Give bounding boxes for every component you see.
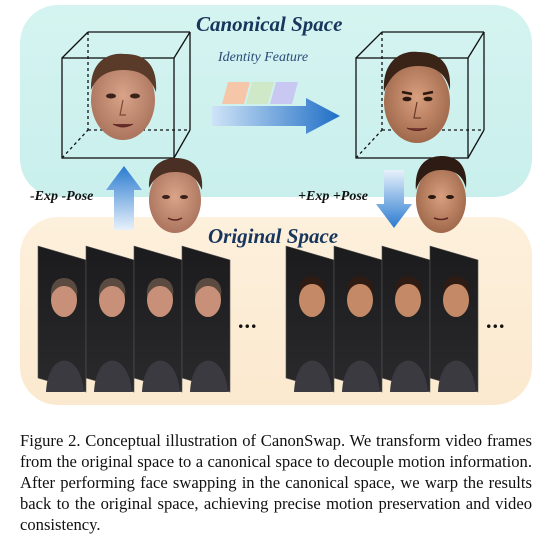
right-cube	[355, 31, 485, 159]
up-arrow	[106, 166, 142, 230]
canonical-space-title: Canonical Space	[196, 12, 343, 36]
left-arrow-label: -Exp -Pose	[30, 189, 94, 204]
result-frame-2	[333, 245, 383, 393]
result-frame-stack	[285, 245, 479, 393]
result-frame-4	[429, 245, 479, 393]
source-frame-3	[133, 245, 183, 393]
left-cube	[61, 31, 191, 159]
source-frames-ellipsis: ...	[238, 308, 258, 333]
identity-feature-label: Identity Feature	[218, 50, 309, 65]
source-frame-1	[37, 245, 87, 393]
source-frame-stack	[37, 245, 231, 393]
figure-caption: Figure 2. Conceptual illustration of Can…	[20, 431, 532, 534]
identity-arrow	[212, 98, 340, 134]
right-canonical-face	[383, 51, 451, 143]
target-face-right	[415, 156, 467, 233]
source-face-left	[148, 158, 203, 233]
result-frames-ellipsis: ...	[486, 308, 506, 333]
right-arrow-label: +Exp +Pose	[298, 189, 369, 204]
down-arrow	[376, 170, 412, 228]
figure-graphics	[37, 31, 485, 393]
result-frame-1	[285, 245, 335, 393]
original-space-title: Original Space	[208, 224, 339, 248]
left-canonical-face	[90, 53, 157, 140]
result-frame-3	[381, 245, 431, 393]
source-frame-2	[85, 245, 135, 393]
source-frame-4	[181, 245, 231, 393]
identity-feature-bars	[222, 82, 298, 104]
figure: Canonical Space Original Space Identity …	[20, 5, 532, 405]
